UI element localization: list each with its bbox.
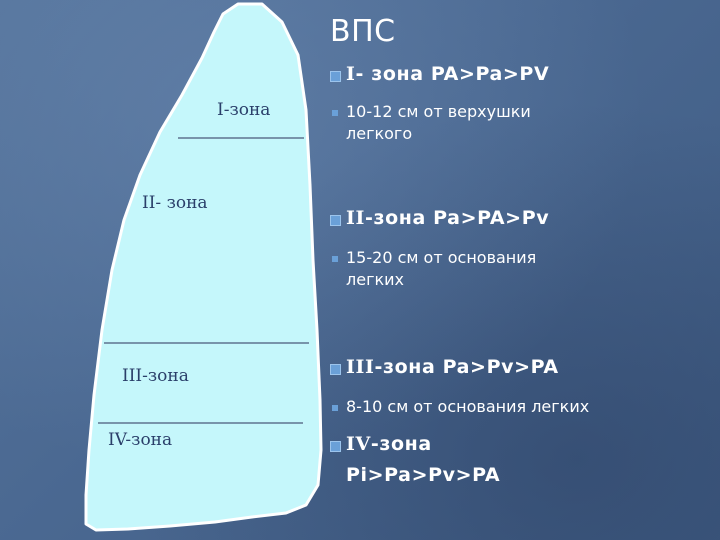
bullet-marker	[330, 364, 341, 375]
zone-4-pressure: Pi>Pa>Pv>PA	[346, 464, 501, 486]
sub-bullet-marker	[332, 256, 338, 262]
zone-1-heading: I- зона PA>Pa>PV	[346, 61, 549, 88]
zone-1-roman: I	[346, 63, 356, 85]
zone-2-roman: II	[346, 207, 365, 229]
zone-3-heading: III-зона Pa>Pv>PA	[346, 354, 559, 381]
zone-2-text: -зона Pa>PA>Pv	[364, 207, 550, 229]
zone-2-heading: II-зона Pa>PA>Pv	[346, 205, 549, 232]
bullet-marker	[330, 441, 341, 452]
zone-3-roman: III	[346, 356, 375, 378]
zone-3-note: 8-10 см от основания легких	[346, 397, 590, 416]
zone-4-heading: IV-зона	[346, 431, 432, 458]
lung-zone-label-1: I-зона	[217, 100, 271, 120]
sub-bullet-marker	[332, 405, 338, 411]
lung-zone-label-4: IV-зона	[108, 430, 173, 450]
zone-3-text: -зона Pa>Pv>PA	[374, 356, 559, 378]
bullet-marker	[330, 215, 341, 226]
bullet-marker	[330, 71, 341, 82]
zone-1-text: - зона PA>Pa>PV	[355, 63, 550, 85]
zone-4-roman: IV	[346, 433, 371, 455]
lung-outline	[84, 2, 323, 532]
sub-bullet-marker	[332, 110, 338, 116]
lung-zone-label-2: II- зона	[142, 193, 208, 213]
zone-4-text: -зона	[370, 433, 432, 455]
zone-1-note: 10-12 см от верхушки легкого	[346, 102, 531, 143]
slide-title: ВПС	[330, 14, 396, 49]
lung-zone-label-3: III-зона	[122, 366, 189, 386]
zone-2-note: 15-20 см от основания легких	[346, 248, 537, 289]
